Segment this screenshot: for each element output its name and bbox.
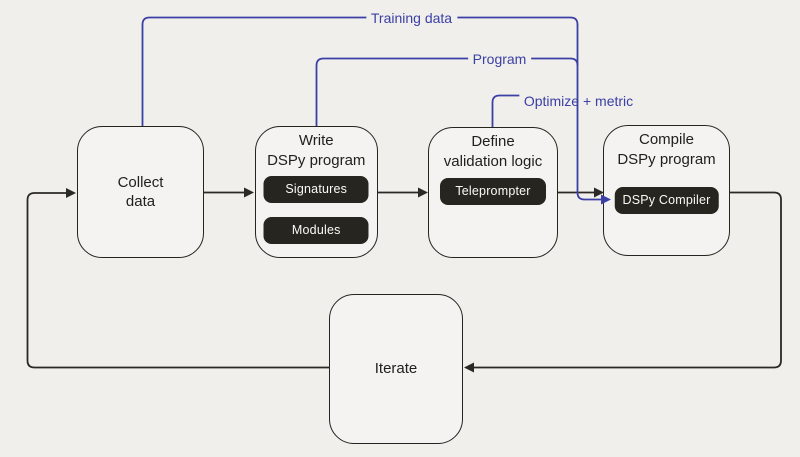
node-title-line: data xyxy=(125,193,156,210)
node-title: Collect data xyxy=(118,173,164,212)
node-compile-dspy-program: Compile DSPy program DSPy Compiler xyxy=(603,125,730,256)
node-title-line: Write xyxy=(298,132,334,149)
arrowhead-into-iterate xyxy=(464,362,474,373)
pill-signatures: Signatures xyxy=(263,175,369,203)
node-title-line: Iterate xyxy=(374,360,418,378)
node-title-line: DSPy program xyxy=(617,150,716,168)
node-title-line: Define xyxy=(471,133,515,150)
node-title: Write DSPy program xyxy=(256,131,377,170)
node-title: Define validation logic xyxy=(429,132,557,171)
node-title-line: validation logic xyxy=(443,152,543,170)
pill-modules: Modules xyxy=(263,216,369,244)
arrowhead-into-define xyxy=(418,187,428,198)
connector-training-data xyxy=(141,16,579,126)
label-optimize-metric: Optimize + metric xyxy=(518,91,639,110)
node-title-line: DSPy program xyxy=(267,151,366,169)
pill-teleprompter: Teleprompter xyxy=(440,177,546,205)
node-title-line: Collect xyxy=(117,173,164,191)
node-iterate: Iterate xyxy=(329,294,463,444)
arrowhead-into-write xyxy=(244,187,254,198)
node-title: Iterate xyxy=(375,359,418,379)
node-collect-data: Collect data xyxy=(77,126,204,258)
pill-dspy-compiler: DSPy Compiler xyxy=(614,186,719,214)
node-title: Compile DSPy program xyxy=(604,130,729,169)
label-program: Program xyxy=(467,49,532,68)
node-title-line: Compile xyxy=(638,131,695,148)
node-write-dspy-program: Write DSPy program Signatures Modules xyxy=(255,126,378,258)
node-define-validation-logic: Define validation logic Teleprompter xyxy=(428,127,558,258)
connector-blue-trunk xyxy=(576,24,602,201)
arrowhead-into-collect xyxy=(66,188,76,198)
label-training-data: Training data xyxy=(365,9,458,27)
